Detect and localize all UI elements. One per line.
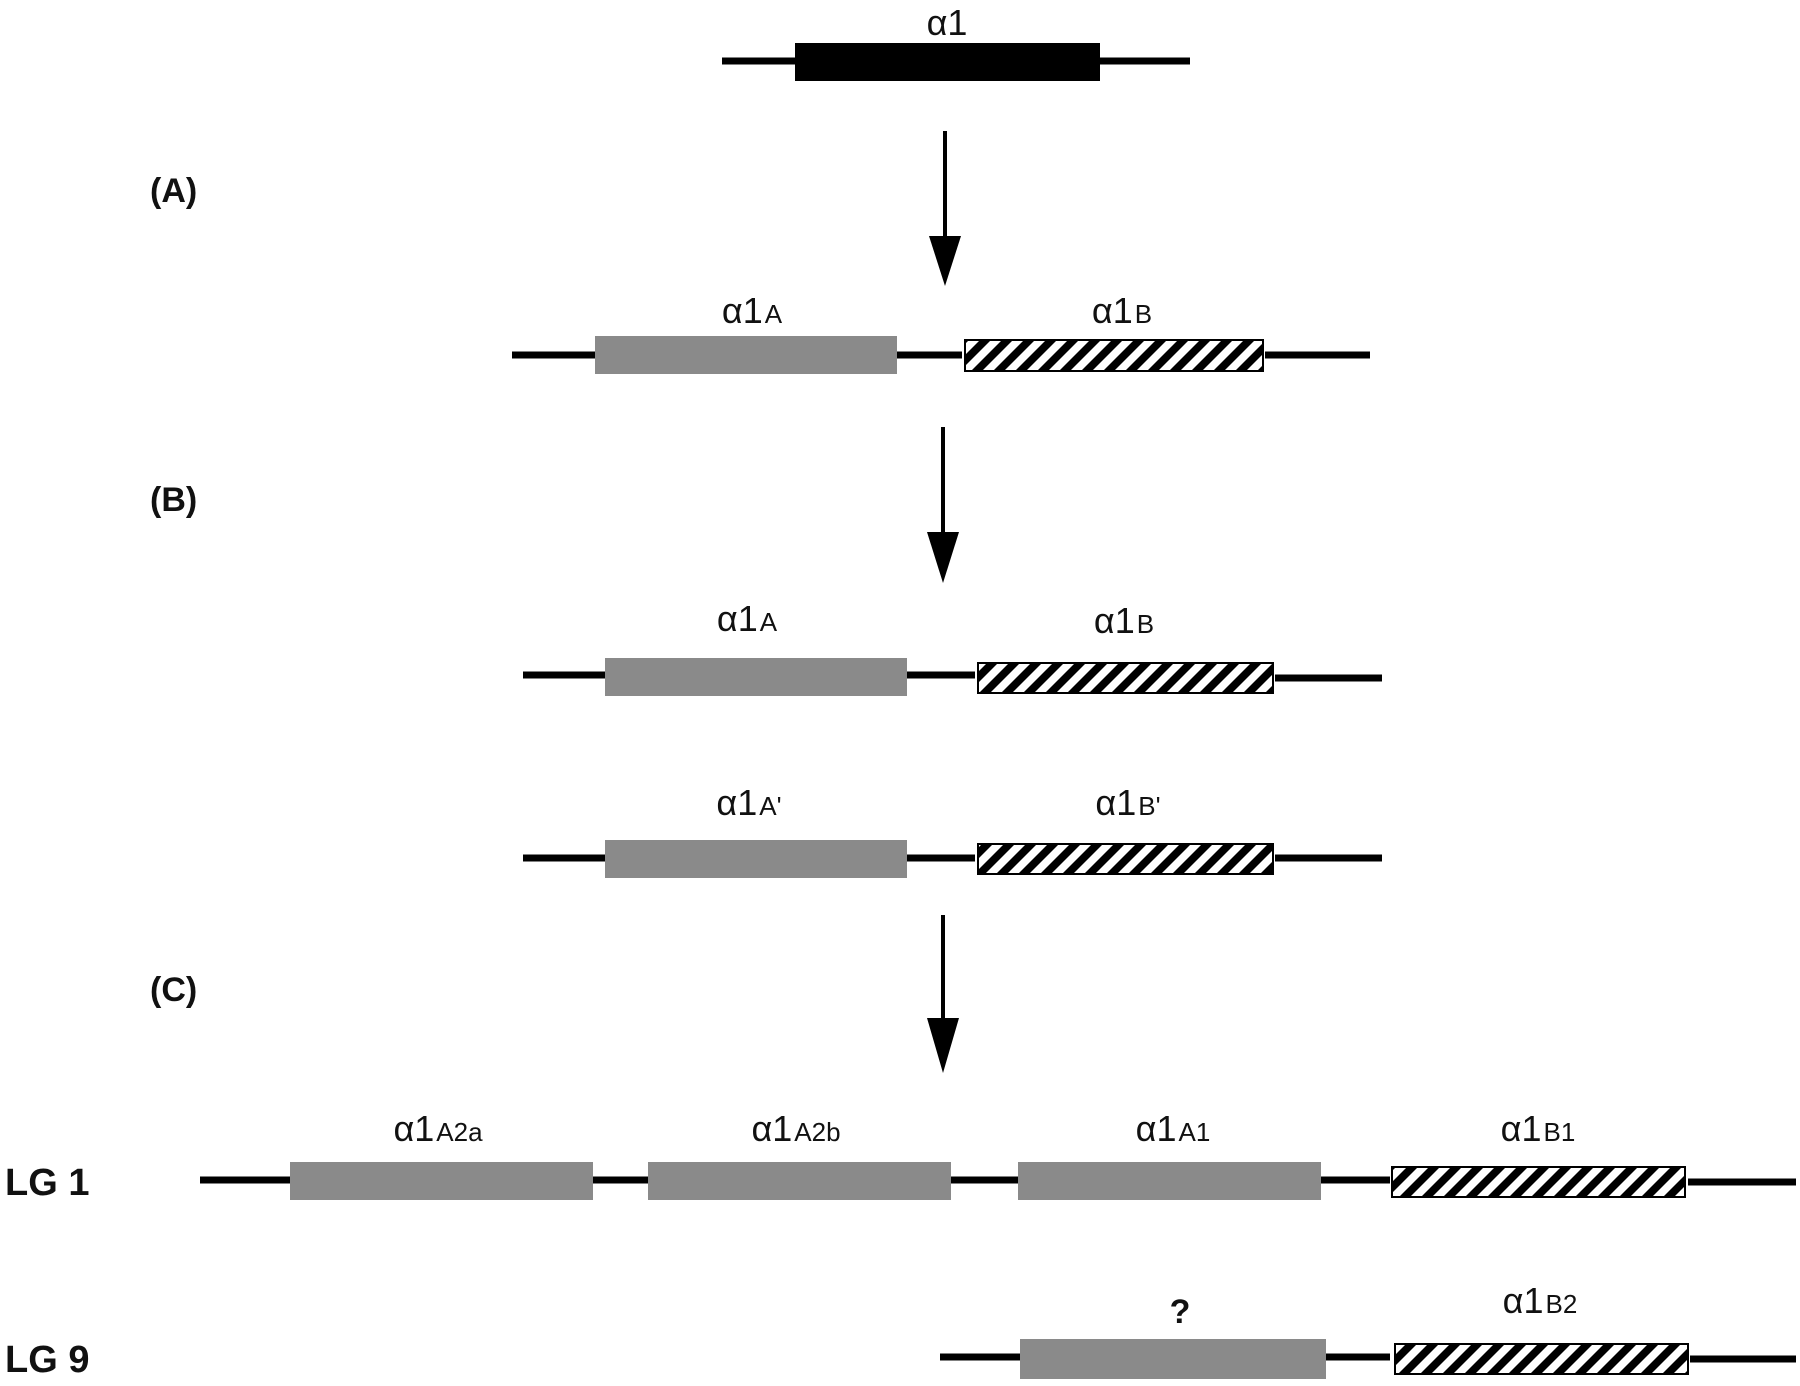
gene-box-lg1-a2b (648, 1162, 951, 1200)
stage-b-chromosome-1: α1A α1B (523, 598, 1382, 696)
lg9-chromosome: ? α1B2 (940, 1280, 1796, 1379)
gene-box-a1b (964, 339, 1264, 372)
gene-label-lg1-a2b: α1A2b (751, 1108, 840, 1149)
gene-label-stage-b-b-prime: α1B' (1095, 782, 1160, 823)
gene-box-lg1-a2a (290, 1162, 593, 1200)
ancestral-chromosome: α1 (722, 2, 1190, 81)
gene-label-stage-a-b: α1B (1092, 290, 1152, 331)
gene-box-lg9-b2 (1394, 1343, 1689, 1375)
gene-label-lg1-a1: α1A1 (1136, 1108, 1211, 1149)
stage-a-chromosome: α1A α1B (512, 290, 1370, 374)
unknown-gene-label: ? (1170, 1293, 1191, 1331)
gene-label-lg9-b2: α1B2 (1503, 1280, 1578, 1321)
step-label-b: (B) (150, 481, 197, 519)
gene-label-lg1-a2a: α1A2a (393, 1108, 483, 1149)
gene-label-stage-b-b: α1B (1094, 600, 1154, 641)
arrow-step-c (927, 915, 959, 1073)
gene-box-b2b (977, 843, 1274, 875)
gene-box-b1b (977, 662, 1274, 694)
gene-label-stage-b-a-prime: α1A' (716, 782, 781, 823)
gene-box-lg1-a1 (1018, 1162, 1321, 1200)
gene-label-stage-b-a: α1A (717, 598, 778, 639)
gene-box-a1a (595, 336, 897, 374)
arrow-step-b (927, 427, 959, 583)
arrow-step-a (929, 131, 961, 286)
stage-b-chromosome-2: α1A' α1B' (523, 782, 1382, 878)
linkage-group-label-1: LG 1 (5, 1162, 89, 1204)
ancestral-gene-box (795, 43, 1100, 81)
gene-label-lg1-b1: α1B1 (1501, 1108, 1576, 1149)
gene-box-lg1-b1 (1391, 1166, 1686, 1198)
lg1-chromosome: α1A2a α1A2b α1A1 α1B1 (200, 1108, 1796, 1200)
gene-box-b2a (605, 840, 907, 878)
gene-box-lg9-unknown (1020, 1339, 1326, 1379)
gene-label-stage-a-a: α1A (722, 290, 783, 331)
step-label-a: (A) (150, 172, 197, 210)
ancestral-gene-label: α1 (927, 2, 968, 43)
linkage-group-label-9: LG 9 (5, 1339, 89, 1381)
gene-box-b1a (605, 658, 907, 696)
step-label-c: (C) (150, 971, 197, 1009)
